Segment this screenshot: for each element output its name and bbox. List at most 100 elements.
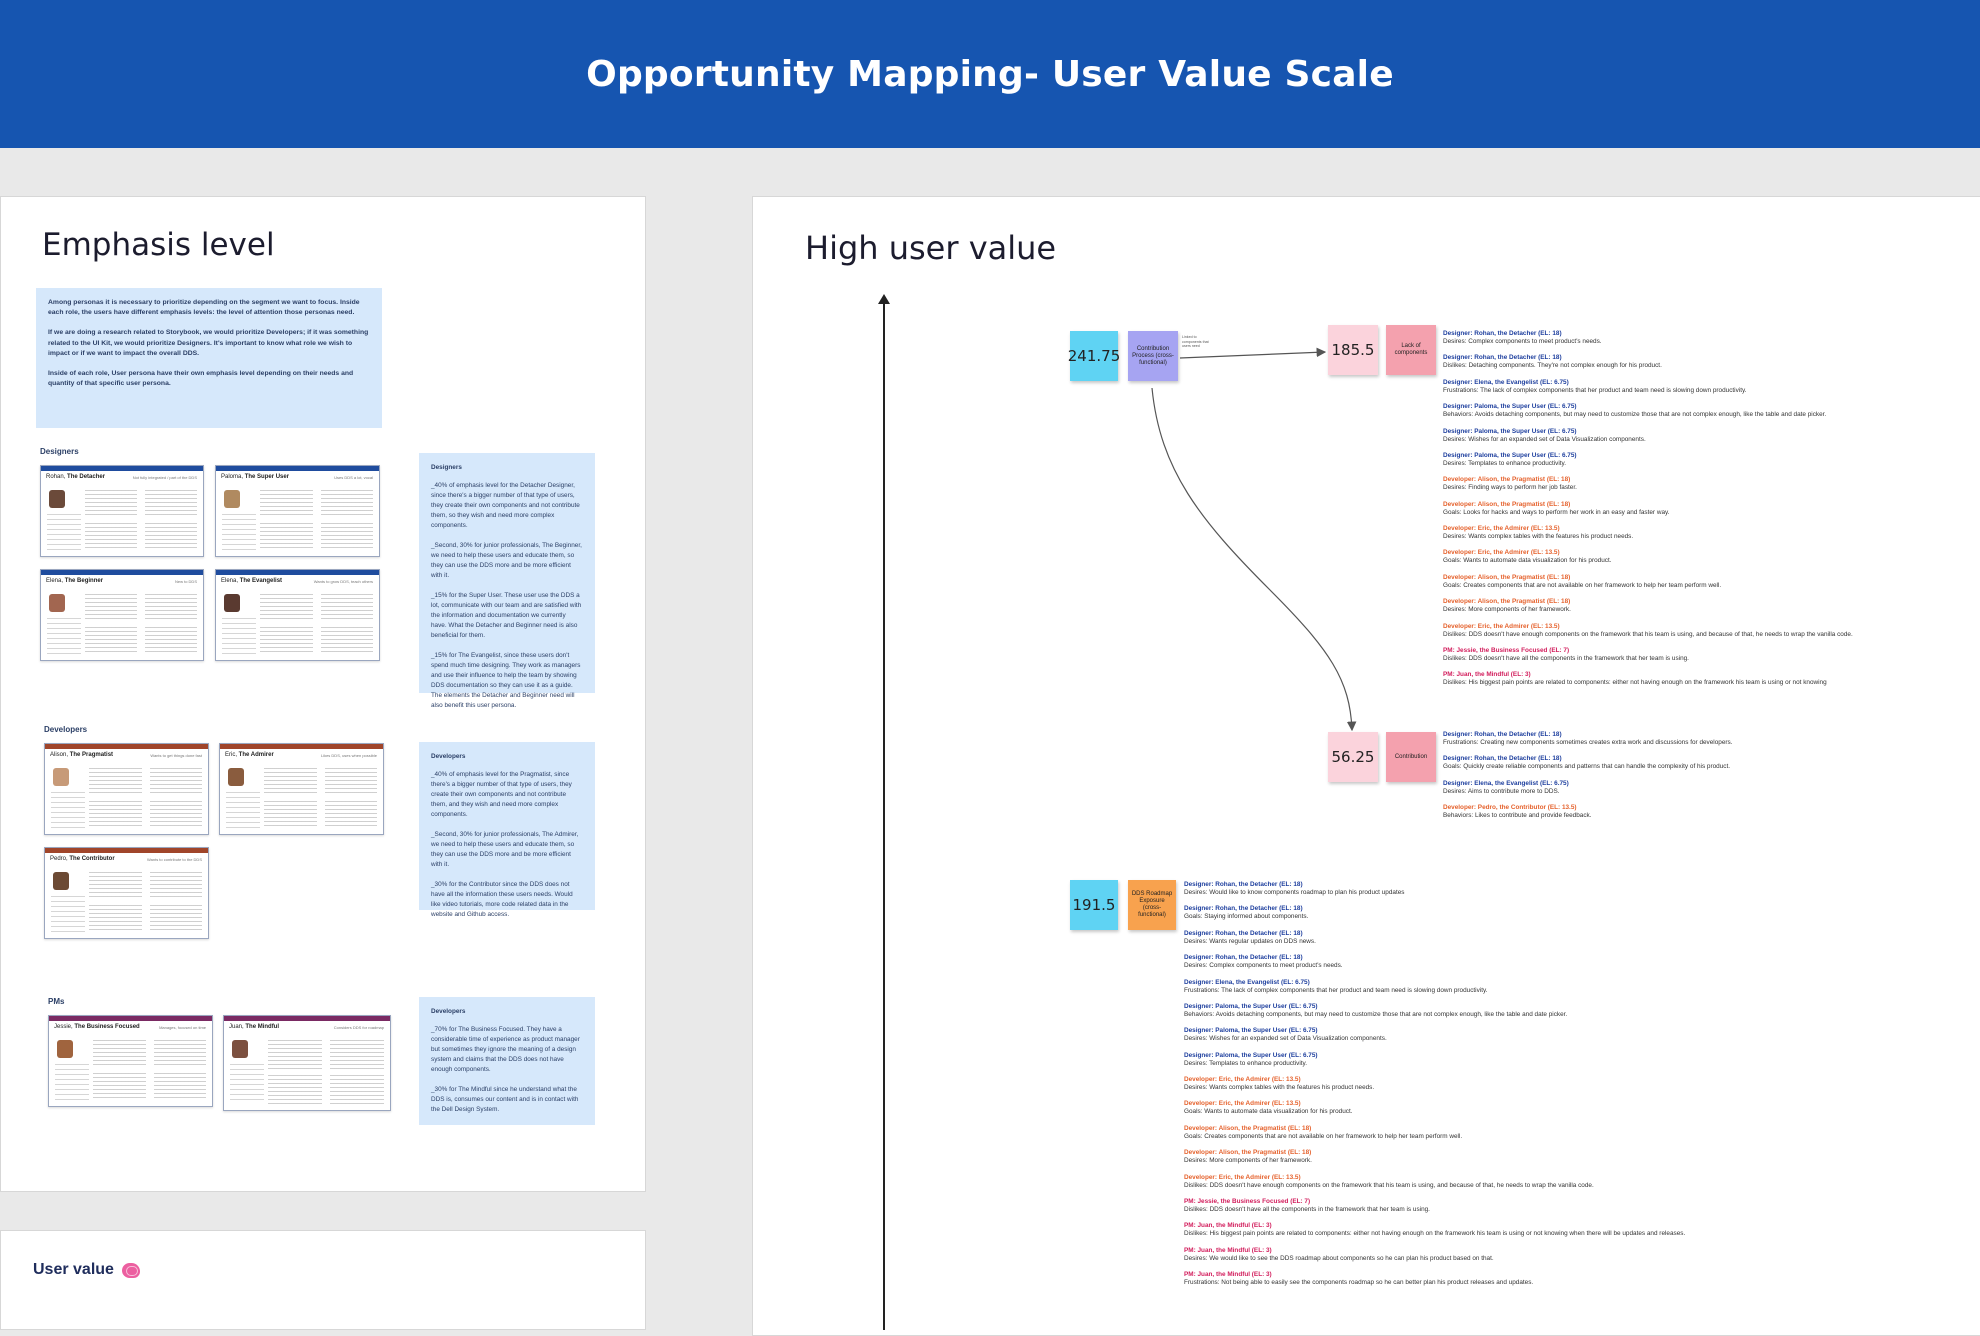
note-persona: Designer: Rohan, the Detacher (EL: 18) [1184, 881, 1303, 888]
note-title: Developers [431, 753, 466, 760]
persona-text-blocks [89, 872, 202, 932]
persona-note: Designer: Paloma, the Super User (EL: 6.… [1184, 1052, 1685, 1068]
contribution-process-sticky: Contribution Process (cross-functional) [1128, 331, 1178, 381]
group-label-designers: Designers [40, 447, 79, 456]
user-value-label: User value [33, 1261, 114, 1278]
persona-header-bar [49, 1016, 212, 1021]
persona-details [51, 792, 85, 828]
note-persona: Designer: Elena, the Evangelist (EL: 6.7… [1443, 779, 1569, 787]
note-text: Dislikes: Detaching components. They're … [1443, 362, 1662, 370]
roadmap-exposure-sticky: DDS Roadmap Exposure (cross-functional) [1128, 880, 1176, 930]
persona-note: Developer: Alison, the Pragmatist (EL: 1… [1443, 574, 1853, 590]
persona-photo [49, 594, 65, 612]
note-text: Dislikes: DDS doesn't have enough compon… [1184, 1181, 1594, 1189]
note-persona: Developer: Alison, the Pragmatist (EL: 1… [1443, 500, 1571, 508]
persona-note: Designer: Paloma, the Super User (EL: 6.… [1184, 1003, 1685, 1019]
persona-first-name: Pedro, [50, 856, 68, 862]
note-persona: Designer: Elena, the Evangelist (EL: 6.7… [1443, 378, 1569, 386]
note-text: Behaviors: Likes to contribute and provi… [1443, 812, 1592, 820]
persona-details [47, 618, 81, 654]
note-persona: Designer: Rohan, the Detacher (EL: 18) [1184, 954, 1303, 962]
note-persona: Designer: Rohan, the Detacher (EL: 18) [1443, 330, 1562, 337]
persona-note: Developer: Eric, the Admirer (EL: 13.5)D… [1443, 623, 1853, 639]
intro-paragraph: Among personas it is necessary to priori… [48, 299, 360, 317]
note-text: Desires: Finding ways to perform her job… [1443, 484, 1577, 492]
persona-note: Designer: Rohan, the Detacher (EL: 18)Di… [1443, 354, 1853, 370]
note-persona: Developer: Eric, the Admirer (EL: 13.5) [1184, 1173, 1301, 1181]
note-text: Desires: Aims to contribute more to DDS. [1443, 787, 1560, 795]
note-persona: Designer: Paloma, the Super User (EL: 6.… [1184, 1027, 1318, 1035]
note-persona: Designer: Paloma, the Super User (EL: 6.… [1184, 1002, 1318, 1010]
persona-first-name: Elena, [221, 578, 239, 584]
note-paragraph: _30% for The Mindful since he understand… [431, 1086, 579, 1113]
persona-note: Developer: Eric, the Admirer (EL: 13.5)D… [1184, 1076, 1685, 1092]
persona-tagline: Wants to grow DDS, teach others [313, 579, 373, 584]
persona-header-bar [45, 848, 208, 853]
arrow-annotation: Linked to components that users need [1182, 335, 1209, 349]
persona-tagline: Uses DDS a lot, vocal [334, 475, 373, 480]
persona-header-bar [224, 1016, 390, 1021]
note-persona: Developer: Eric, the Admirer (EL: 13.5) [1443, 549, 1560, 557]
note-persona: Designer: Rohan, the Detacher (EL: 18) [1443, 731, 1562, 738]
note-paragraph: _40% of emphasis level for the Pragmatis… [431, 771, 572, 818]
note-text: Desires: Templates to enhance productivi… [1443, 459, 1567, 467]
persona-text-blocks [268, 1040, 384, 1104]
persona-photo [53, 768, 69, 786]
persona-header-bar [216, 570, 379, 575]
note-text: Desires: More components of her framewor… [1184, 1157, 1312, 1165]
persona-name: Rohan, The Detacher [46, 474, 105, 480]
note-text: Dislikes: DDS doesn't have enough compon… [1443, 630, 1853, 638]
note-persona: Designer: Paloma, the Super User (EL: 6.… [1184, 1051, 1318, 1059]
note-persona: PM: Juan, the Mindful (EL: 3) [1184, 1222, 1272, 1230]
persona-note: Developer: Alison, the Pragmatist (EL: 1… [1443, 501, 1853, 517]
persona-note: Designer: Paloma, the Super User (EL: 6.… [1443, 403, 1853, 419]
note-text: Frustrations: Not being able to easily s… [1184, 1279, 1534, 1287]
persona-photo [57, 1040, 73, 1058]
user-value-panel: User value [0, 1230, 646, 1330]
note-text: Goals: Quickly create reliable component… [1443, 763, 1731, 771]
note-persona: Developer: Alison, the Pragmatist (EL: 1… [1443, 573, 1571, 581]
persona-photo [49, 490, 65, 508]
page-title: Opportunity Mapping- User Value Scale [586, 53, 1394, 95]
note-text: Goals: Wants to automate data visualizat… [1184, 1108, 1353, 1116]
note-text: Desires: Wants complex tables with the f… [1184, 1084, 1375, 1092]
persona-header-bar [220, 744, 383, 749]
designers-emphasis-note: Designers _40% of emphasis level for the… [419, 453, 595, 709]
persona-note: PM: Jessie, the Business Focused (EL: 7)… [1184, 1198, 1685, 1214]
intro-paragraph: Inside of each role, User persona have t… [48, 370, 354, 388]
note-text: Frustrations: Creating new components so… [1443, 739, 1733, 747]
score-sticky: 241.75 [1068, 331, 1120, 381]
note-text: Desires: Wants complex tables with the f… [1443, 533, 1634, 541]
group-label-developers: Developers [44, 725, 88, 734]
persona-photo [228, 768, 244, 786]
note-text: Goals: Creates components that are not a… [1184, 1132, 1463, 1140]
note-text: Dislikes: His biggest pain points are re… [1443, 679, 1827, 687]
persona-tagline: Wants to contribute to the DDS [147, 857, 202, 862]
note-text: Dislikes: DDS doesn't have all the compo… [1443, 654, 1689, 662]
persona-note: Designer: Elena, the Evangelist (EL: 6.7… [1443, 780, 1732, 796]
note-text: Desires: Templates to enhance productivi… [1184, 1059, 1308, 1067]
note-text: Frustrations: The lack of complex compon… [1184, 986, 1488, 994]
persona-details [47, 514, 81, 550]
high-user-value-title: High user value [805, 229, 1057, 267]
note-persona: Developer: Eric, the Admirer (EL: 13.5) [1443, 622, 1560, 630]
note-text: Desires: Wishes for an expanded set of D… [1443, 435, 1646, 443]
note-persona: Developer: Eric, the Admirer (EL: 13.5) [1184, 1076, 1301, 1083]
persona-text-blocks [85, 594, 197, 654]
persona-note: Developer: Eric, the Admirer (EL: 13.5)G… [1184, 1100, 1685, 1116]
persona-first-name: Paloma, [221, 474, 244, 480]
note-text: Dislikes: DDS doesn't have all the compo… [1184, 1205, 1430, 1213]
note-text: Frustrations: The lack of complex compon… [1443, 386, 1747, 394]
persona-note: PM: Juan, the Mindful (EL: 3)Dislikes: H… [1184, 1222, 1685, 1238]
persona-note: Developer: Eric, the Admirer (EL: 13.5)G… [1443, 549, 1853, 565]
persona-first-name: Alison, [50, 752, 69, 758]
persona-photo [232, 1040, 248, 1058]
persona-photo [224, 490, 240, 508]
emphasis-title: Emphasis level [42, 227, 275, 263]
